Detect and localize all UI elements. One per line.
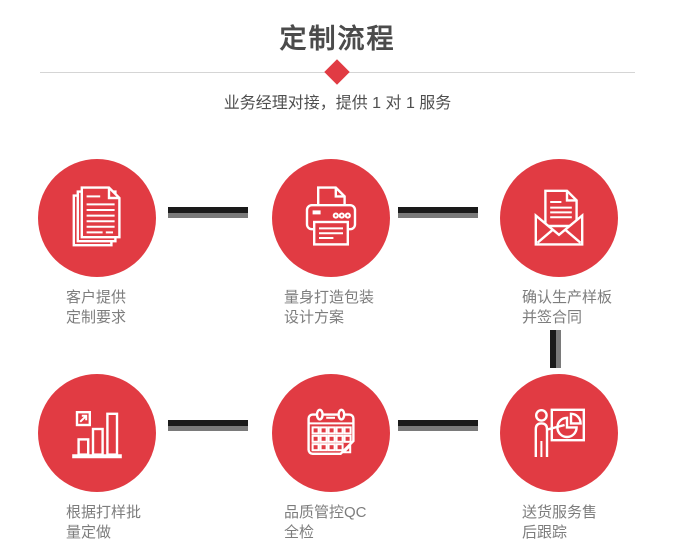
step-label-2: 量身打造包装 设计方案 <box>284 288 424 328</box>
page-title: 定制流程 <box>279 24 396 54</box>
step-label-5: 品质管控QC 全检 <box>284 503 424 543</box>
step-label-1: 客户提供 定制要求 <box>66 288 206 328</box>
step-circle-5 <box>272 374 390 492</box>
step-circle-1 <box>38 159 156 277</box>
step-label-line: 设计方案 <box>284 309 345 326</box>
connector-step1-step2 <box>168 207 248 218</box>
page-subtitle: 业务经理对接，提供 1 对 1 服务 <box>223 95 452 112</box>
step-label-line: 确认生产样板 <box>522 289 613 306</box>
presentation-icon <box>534 408 585 457</box>
diamond-icon <box>324 59 350 85</box>
step-label-line: 并签合同 <box>522 309 583 326</box>
step-circle-3 <box>500 159 618 277</box>
envelope-icon <box>534 189 584 246</box>
step-label-line: 定制要求 <box>66 309 127 326</box>
step-label-line: 量定做 <box>66 524 112 541</box>
bar-chart-icon <box>72 411 122 459</box>
step-circle-6 <box>500 374 618 492</box>
step-label-line: 根据打样批 <box>66 504 142 521</box>
step-label-line: 客户提供 <box>66 289 127 306</box>
step-label-3: 确认生产样板 并签合同 <box>522 288 662 328</box>
connector-step5-step6 <box>398 420 478 431</box>
step-label-4: 根据打样批 量定做 <box>66 503 206 543</box>
connector-step4-step5 <box>168 420 248 431</box>
step-label-line: 品质管控QC <box>284 504 367 521</box>
printer-icon <box>305 186 357 246</box>
calendar-icon <box>307 408 355 455</box>
documents-icon <box>72 186 121 247</box>
step-circle-2 <box>272 159 390 277</box>
connector-step3-step6 <box>550 330 561 368</box>
step-label-6: 送货服务售 后跟踪 <box>522 503 662 543</box>
step-label-line: 后跟踪 <box>522 524 568 541</box>
step-label-line: 全检 <box>284 524 315 541</box>
step-label-line: 送货服务售 <box>522 504 598 521</box>
connector-step2-step3 <box>398 207 478 218</box>
step-label-line: 量身打造包装 <box>284 289 375 306</box>
step-circle-4 <box>38 374 156 492</box>
